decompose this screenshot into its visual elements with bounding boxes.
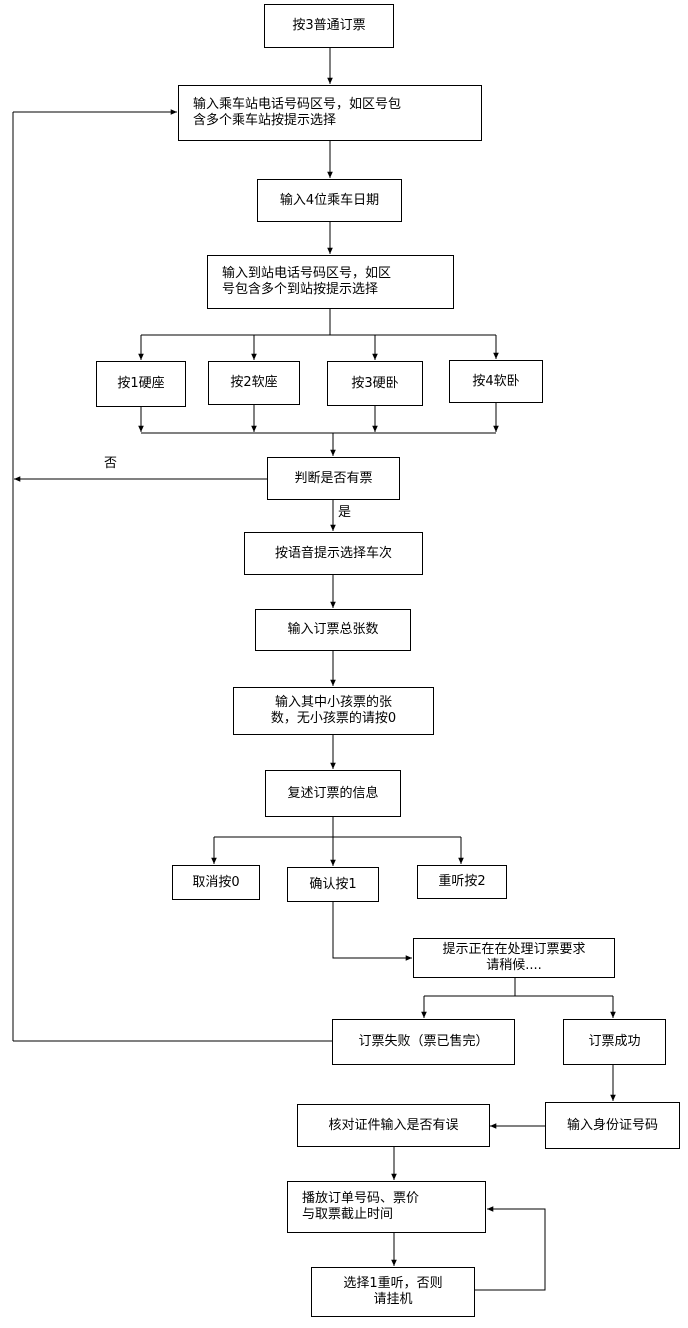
node-check-ticket: 判断是否有票 xyxy=(267,457,400,500)
arrow-choice-loop-back xyxy=(475,1206,546,1291)
node-start: 按3普通订票 xyxy=(264,4,394,48)
node-cancel: 取消按0 xyxy=(172,865,260,900)
node-replay: 重听按2 xyxy=(417,865,507,899)
node-berth-hard: 按3硬卧 xyxy=(327,361,423,406)
node-total-count-text: 输入订票总张数 xyxy=(287,622,379,637)
node-choose-train-text: 按语音提示选择车次 xyxy=(274,545,392,561)
node-fail: 订票失败（票已售完） xyxy=(332,1019,515,1065)
node-date: 输入4位乘车日期 xyxy=(257,179,402,222)
node-berth-soft-text: 按4软卧 xyxy=(472,373,520,389)
node-boarding-code: 输入乘车站电话号码区号，如区号包含多个乘车站按提示选择 xyxy=(178,85,482,141)
node-verify: 核对证件输入是否有误 xyxy=(297,1104,490,1147)
node-repeat-info: 复述订票的信息 xyxy=(265,770,401,817)
node-success: 订票成功 xyxy=(563,1019,666,1065)
node-id-number-text: 输入身份证号码 xyxy=(566,1117,658,1133)
node-processing-text: 提示正在在处理订票要求请稍候.... xyxy=(442,942,586,973)
node-replay-text: 重听按2 xyxy=(438,874,486,889)
node-announce: 播放订单号码、票价与取票截止时间 xyxy=(287,1181,486,1233)
node-replay-or-hangup: 选择1重听，否则请挂机 xyxy=(311,1267,475,1317)
node-repeat-info-text: 复述订票的信息 xyxy=(287,785,379,801)
label-no: 否 xyxy=(104,456,118,471)
arrow-confirm-to-processing xyxy=(332,902,412,961)
node-arrival-code: 输入到站电话号码区号，如区号包含多个到站按提示选择 xyxy=(207,255,454,309)
node-processing: 提示正在在处理订票要求请稍候.... xyxy=(413,938,615,978)
node-seat-soft: 按2软座 xyxy=(208,361,300,405)
node-child-count: 输入其中小孩票的张数，无小孩票的请按0 xyxy=(233,687,434,735)
node-boarding-code-text: 输入乘车站电话号码区号，如区号包含多个乘车站按提示选择 xyxy=(193,97,402,128)
node-fail-text: 订票失败（票已售完） xyxy=(358,1034,489,1049)
node-verify-text: 核对证件输入是否有误 xyxy=(328,1117,459,1133)
node-seat-soft-text: 按2软座 xyxy=(230,375,278,390)
node-arrival-code-text: 输入到站电话号码区号，如区号包含多个到站按提示选择 xyxy=(222,266,392,297)
node-id-number: 输入身份证号码 xyxy=(545,1102,680,1149)
label-yes: 是 xyxy=(338,505,352,520)
node-total-count: 输入订票总张数 xyxy=(255,609,411,651)
node-seat-hard: 按1硬座 xyxy=(96,361,186,407)
node-replay-or-hangup-text: 选择1重听，否则请挂机 xyxy=(343,1276,443,1307)
node-success-text: 订票成功 xyxy=(588,1034,641,1049)
node-check-ticket-text: 判断是否有票 xyxy=(294,470,373,486)
node-confirm: 确认按1 xyxy=(287,867,379,902)
node-confirm-text: 确认按1 xyxy=(309,876,357,892)
node-berth-soft: 按4软卧 xyxy=(449,360,543,403)
node-cancel-text: 取消按0 xyxy=(192,874,240,890)
node-start-text: 按3普通订票 xyxy=(292,18,366,33)
node-date-text: 输入4位乘车日期 xyxy=(279,192,380,208)
node-child-count-text: 输入其中小孩票的张数，无小孩票的请按0 xyxy=(270,695,397,726)
node-seat-hard-text: 按1硬座 xyxy=(117,376,165,391)
node-choose-train: 按语音提示选择车次 xyxy=(244,532,423,575)
node-berth-hard-text: 按3硬卧 xyxy=(351,375,399,391)
node-announce-text: 播放订单号码、票价与取票截止时间 xyxy=(302,1191,420,1222)
